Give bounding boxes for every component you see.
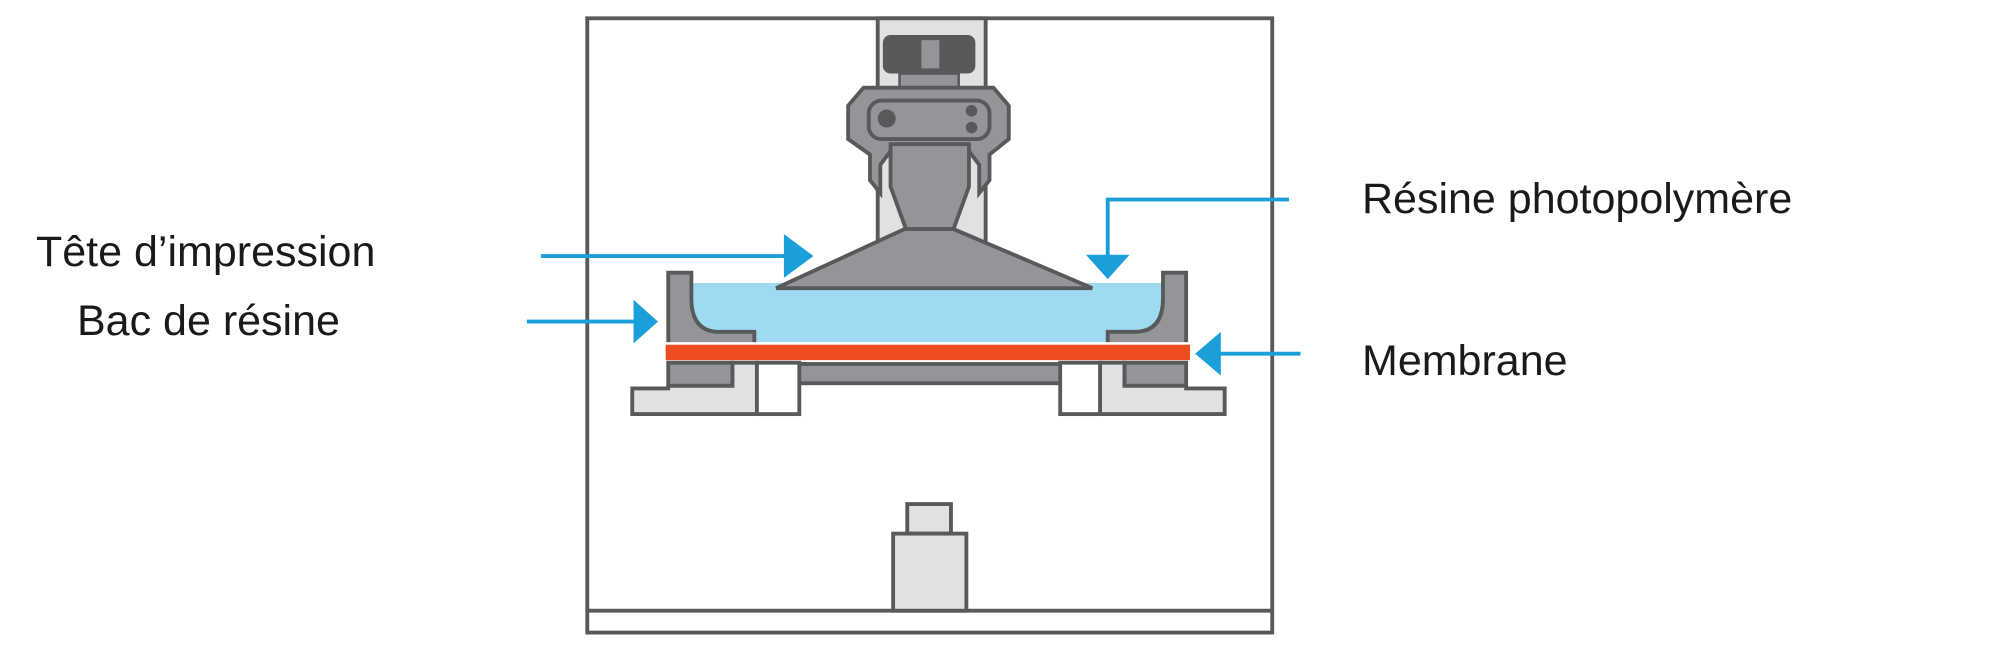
arrow-membrane bbox=[1195, 331, 1301, 376]
bracket-bolt bbox=[877, 109, 896, 128]
glass-plate bbox=[776, 362, 1079, 386]
label-photopolymer-resin: Résine photopolymère bbox=[1362, 175, 1793, 223]
right-foot bbox=[1098, 360, 1227, 417]
bracket-bolt bbox=[965, 105, 978, 117]
resin bbox=[688, 283, 1166, 344]
membrane bbox=[663, 342, 1193, 363]
vat-right-wall bbox=[1105, 270, 1189, 347]
arrow-print-head bbox=[541, 234, 814, 278]
left-foot-block bbox=[754, 360, 802, 417]
knob-inner bbox=[921, 40, 940, 69]
vat-left-base bbox=[666, 360, 735, 388]
vat-right-base bbox=[1122, 360, 1189, 388]
label-print-head: Tête d’impression bbox=[36, 228, 376, 276]
build-platform bbox=[775, 227, 1094, 291]
bracket-plate bbox=[866, 98, 992, 142]
label-membrane: Membrane bbox=[1362, 337, 1568, 385]
arrow-resin-tank bbox=[526, 299, 658, 344]
label-resin-tank: Bac de résine bbox=[77, 297, 340, 345]
bracket-bolt bbox=[965, 121, 978, 134]
vat-left-wall bbox=[666, 270, 757, 347]
head-neck bbox=[888, 142, 971, 231]
light-source-top bbox=[905, 502, 953, 536]
light-source bbox=[891, 531, 969, 613]
left-foot bbox=[630, 360, 759, 417]
right-foot-block bbox=[1058, 360, 1102, 417]
arrow-photopolymer-resin bbox=[1085, 197, 1289, 280]
